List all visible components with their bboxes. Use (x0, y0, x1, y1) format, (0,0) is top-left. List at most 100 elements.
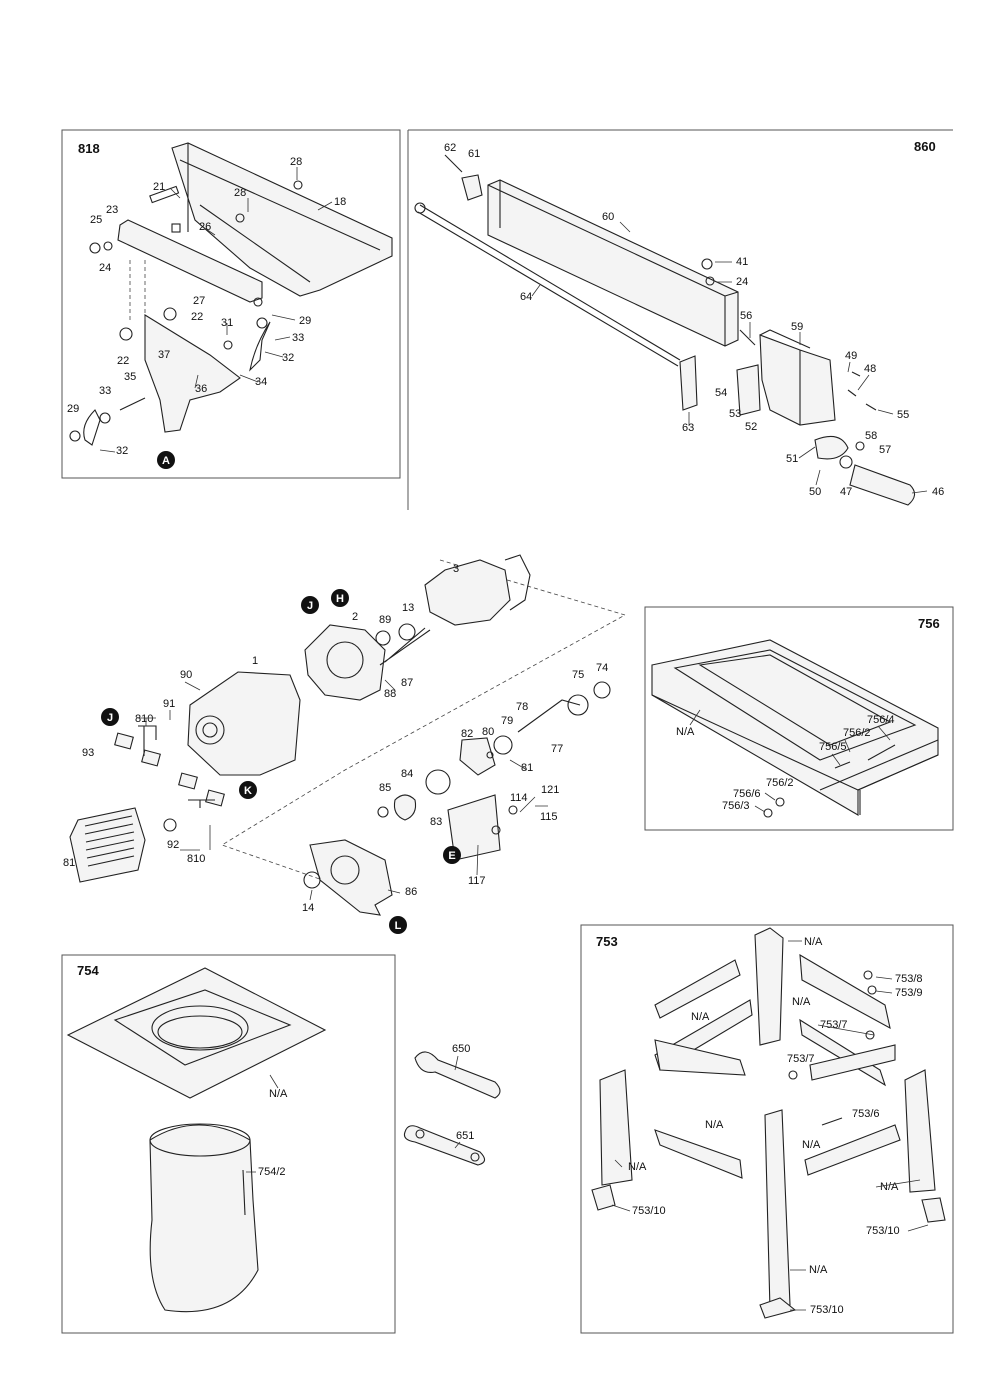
svg-text:81: 81 (63, 857, 75, 869)
motor-drawing (69, 554, 627, 916)
frame-754 (61, 954, 396, 1334)
svg-text:A: A (162, 455, 170, 467)
svg-text:55: 55 (897, 409, 909, 421)
callout-a (157, 451, 175, 469)
wrench-drawing (403, 1051, 501, 1166)
frame-753 (580, 924, 954, 1334)
callout-h (331, 589, 349, 607)
svg-text:753/9: 753/9 (895, 987, 923, 999)
svg-text:60: 60 (602, 211, 614, 223)
callout-e (443, 846, 461, 864)
svg-text:756/4: 756/4 (867, 714, 895, 726)
svg-text:32: 32 (282, 352, 294, 364)
svg-text:56: 56 (740, 310, 752, 322)
section-818-labels: 28 21 28 18 25 23 26 24 27 22 22 31 29 3… (67, 156, 346, 469)
svg-text:22: 22 (191, 311, 203, 323)
svg-text:50: 50 (809, 486, 821, 498)
svg-text:75: 75 (572, 669, 584, 681)
svg-text:62: 62 (444, 142, 456, 154)
svg-text:90: 90 (180, 669, 192, 681)
section-860-title: 860 (914, 139, 936, 154)
svg-text:82: 82 (461, 728, 473, 740)
svg-text:N/A: N/A (809, 1264, 828, 1276)
svg-text:23: 23 (106, 204, 118, 216)
blade-guard-drawing (69, 142, 393, 446)
svg-text:J: J (307, 600, 313, 612)
svg-text:756/3: 756/3 (722, 800, 750, 812)
dust-bag-drawing (66, 967, 327, 1313)
svg-text:N/A: N/A (792, 996, 811, 1008)
svg-text:63: 63 (682, 422, 694, 434)
svg-text:36: 36 (195, 383, 207, 395)
svg-text:88: 88 (384, 688, 396, 700)
svg-text:48: 48 (864, 363, 876, 375)
svg-text:N/A: N/A (802, 1139, 821, 1151)
svg-text:21: 21 (153, 181, 165, 193)
svg-text:756/5: 756/5 (819, 741, 847, 753)
stand-drawing (591, 927, 946, 1319)
svg-text:29: 29 (67, 403, 79, 415)
svg-text:37: 37 (158, 349, 170, 361)
section-753-labels: N/A 753/8 753/9 N/A N/A 753/7 753/7 753/… (611, 936, 929, 1316)
svg-text:27: 27 (193, 295, 205, 307)
svg-text:753/10: 753/10 (810, 1304, 844, 1316)
frame-818 (61, 129, 401, 479)
svg-text:64: 64 (520, 291, 532, 303)
svg-text:24: 24 (99, 262, 111, 274)
svg-text:753/7: 753/7 (787, 1053, 815, 1065)
svg-text:61: 61 (468, 148, 480, 160)
svg-text:J: J (107, 712, 113, 724)
svg-text:51: 51 (786, 453, 798, 465)
callout-l (389, 916, 407, 934)
section-753-title: 753 (596, 934, 618, 949)
svg-text:N/A: N/A (676, 726, 695, 738)
svg-text:34: 34 (255, 376, 267, 388)
svg-text:E: E (448, 850, 455, 862)
svg-text:86: 86 (405, 886, 417, 898)
svg-text:N/A: N/A (691, 1011, 710, 1023)
svg-text:753/7: 753/7 (820, 1019, 848, 1031)
svg-text:58: 58 (865, 430, 877, 442)
svg-text:810: 810 (187, 853, 205, 865)
svg-text:35: 35 (124, 371, 136, 383)
svg-text:N/A: N/A (628, 1161, 647, 1173)
svg-text:87: 87 (401, 677, 413, 689)
svg-text:77: 77 (551, 743, 563, 755)
section-756-labels: N/A 756/4 756/2 756/5 756/6 756/3 756/2 (676, 709, 895, 813)
svg-text:N/A: N/A (804, 936, 823, 948)
svg-text:14: 14 (302, 902, 314, 914)
svg-text:114: 114 (510, 792, 528, 804)
svg-text:78: 78 (516, 701, 528, 713)
svg-text:32: 32 (116, 445, 128, 457)
svg-text:54: 54 (715, 387, 727, 399)
svg-text:33: 33 (99, 385, 111, 397)
svg-text:K: K (244, 785, 252, 797)
svg-text:651: 651 (456, 1130, 474, 1142)
svg-text:49: 49 (845, 350, 857, 362)
svg-text:89: 89 (379, 614, 391, 626)
svg-text:84: 84 (401, 768, 413, 780)
svg-text:24: 24 (736, 276, 748, 288)
svg-text:121: 121 (541, 784, 559, 796)
svg-text:810: 810 (135, 713, 153, 725)
svg-text:91: 91 (163, 698, 175, 710)
svg-text:28: 28 (290, 156, 302, 168)
motor-labels: 3 89 13 2 90 1 88 87 91 810 75 74 78 79 … (63, 563, 608, 934)
svg-text:754/2: 754/2 (258, 1166, 286, 1178)
svg-text:57: 57 (879, 444, 891, 456)
svg-text:22: 22 (117, 355, 129, 367)
svg-text:28: 28 (234, 187, 246, 199)
svg-text:753/6: 753/6 (852, 1108, 880, 1120)
svg-text:2: 2 (352, 611, 358, 623)
tools-labels: 650 651 (452, 1043, 474, 1149)
svg-text:25: 25 (90, 214, 102, 226)
svg-text:52: 52 (745, 421, 757, 433)
svg-text:N/A: N/A (880, 1181, 899, 1193)
svg-text:L: L (395, 920, 402, 932)
svg-text:80: 80 (482, 726, 494, 738)
section-860-labels: 62 61 60 41 24 64 56 59 49 48 54 53 52 5… (444, 142, 944, 498)
svg-text:59: 59 (791, 321, 803, 333)
svg-text:18: 18 (334, 196, 346, 208)
svg-text:756/2: 756/2 (766, 777, 794, 789)
